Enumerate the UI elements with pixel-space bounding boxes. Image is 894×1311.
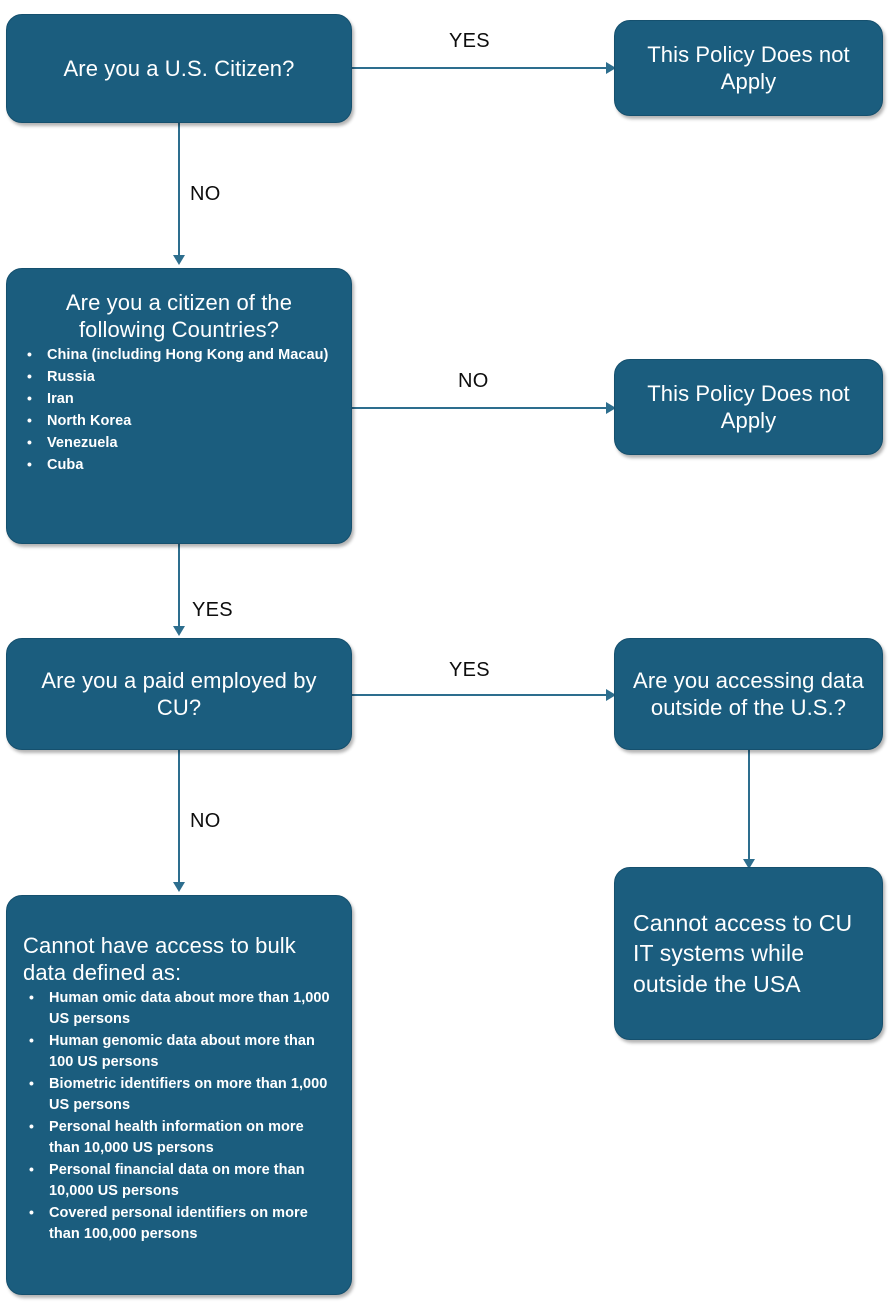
list-item: Cuba xyxy=(21,454,337,476)
list-item: Russia xyxy=(21,366,337,388)
connector-citizen-yes xyxy=(352,67,608,69)
node-question-listed-countries-label: Are you a citizen of the following Count… xyxy=(65,290,293,343)
node-result-no-bulk-data-label: Cannot have access to bulk data defined … xyxy=(23,933,296,986)
list-item: Covered personal identifiers on more tha… xyxy=(23,1202,335,1245)
node-result-policy-not-apply-1[interactable]: This Policy Does not Apply xyxy=(614,20,883,116)
node-result-policy-not-apply-1-label: This Policy Does not Apply xyxy=(647,41,850,94)
arrowhead-citizen-yes xyxy=(606,62,616,74)
list-item: Biometric identifiers on more than 1,000… xyxy=(23,1073,335,1116)
connector-countries-yes xyxy=(178,544,180,628)
list-item: Personal financial data on more than 10,… xyxy=(23,1159,335,1202)
connector-countries-no xyxy=(352,407,608,409)
edge-label-employed-no: NO xyxy=(190,810,221,832)
list-item: China (including Hong Kong and Macau) xyxy=(21,344,337,366)
arrowhead-employed-no xyxy=(173,882,185,892)
arrowhead-countries-yes xyxy=(173,626,185,636)
node-question-us-citizen-label: Are you a U.S. Citizen? xyxy=(63,55,295,81)
node-question-us-citizen[interactable]: Are you a U.S. Citizen? xyxy=(6,14,352,123)
node-question-paid-employee[interactable]: Are you a paid employed by CU? xyxy=(6,638,352,750)
arrowhead-countries-no xyxy=(606,402,616,414)
edge-label-countries-yes: YES xyxy=(192,599,233,621)
edge-label-countries-no: NO xyxy=(458,370,489,392)
edge-label-citizen-yes: YES xyxy=(449,30,490,52)
list-item: Venezuela xyxy=(21,432,337,454)
node-result-policy-not-apply-2-label: This Policy Does not Apply xyxy=(647,380,850,433)
node-result-no-it-access-label: Cannot access to CU IT systems while out… xyxy=(633,909,853,997)
node-question-paid-employee-label: Are you a paid employed by CU? xyxy=(41,667,317,720)
node-result-no-it-access[interactable]: Cannot access to CU IT systems while out… xyxy=(614,867,883,1040)
list-item: Human genomic data about more than 100 U… xyxy=(23,1030,335,1073)
arrowhead-outside-us-down xyxy=(743,859,755,869)
node-result-no-bulk-data[interactable]: Cannot have access to bulk data defined … xyxy=(6,895,352,1295)
country-list: China (including Hong Kong and Macau) Ru… xyxy=(21,344,337,477)
node-question-listed-countries[interactable]: Are you a citizen of the following Count… xyxy=(6,268,352,544)
arrowhead-employed-yes xyxy=(606,689,616,701)
bulk-data-list: Human omic data about more than 1,000 US… xyxy=(23,987,335,1246)
edge-label-citizen-no: NO xyxy=(190,183,221,205)
list-item: North Korea xyxy=(21,410,337,432)
connector-citizen-no xyxy=(178,123,180,258)
node-question-accessing-outside-us-label: Are you accessing data outside of the U.… xyxy=(633,667,864,720)
node-result-policy-not-apply-2[interactable]: This Policy Does not Apply xyxy=(614,359,883,455)
connector-employed-no xyxy=(178,750,180,885)
list-item: Iran xyxy=(21,388,337,410)
arrowhead-citizen-no xyxy=(173,255,185,265)
connector-employed-yes xyxy=(352,694,608,696)
connector-outside-us-down xyxy=(748,750,750,862)
edge-label-employed-yes: YES xyxy=(449,659,490,681)
list-item: Human omic data about more than 1,000 US… xyxy=(23,987,335,1030)
list-item: Personal health information on more than… xyxy=(23,1116,335,1159)
node-question-accessing-outside-us[interactable]: Are you accessing data outside of the U.… xyxy=(614,638,883,750)
